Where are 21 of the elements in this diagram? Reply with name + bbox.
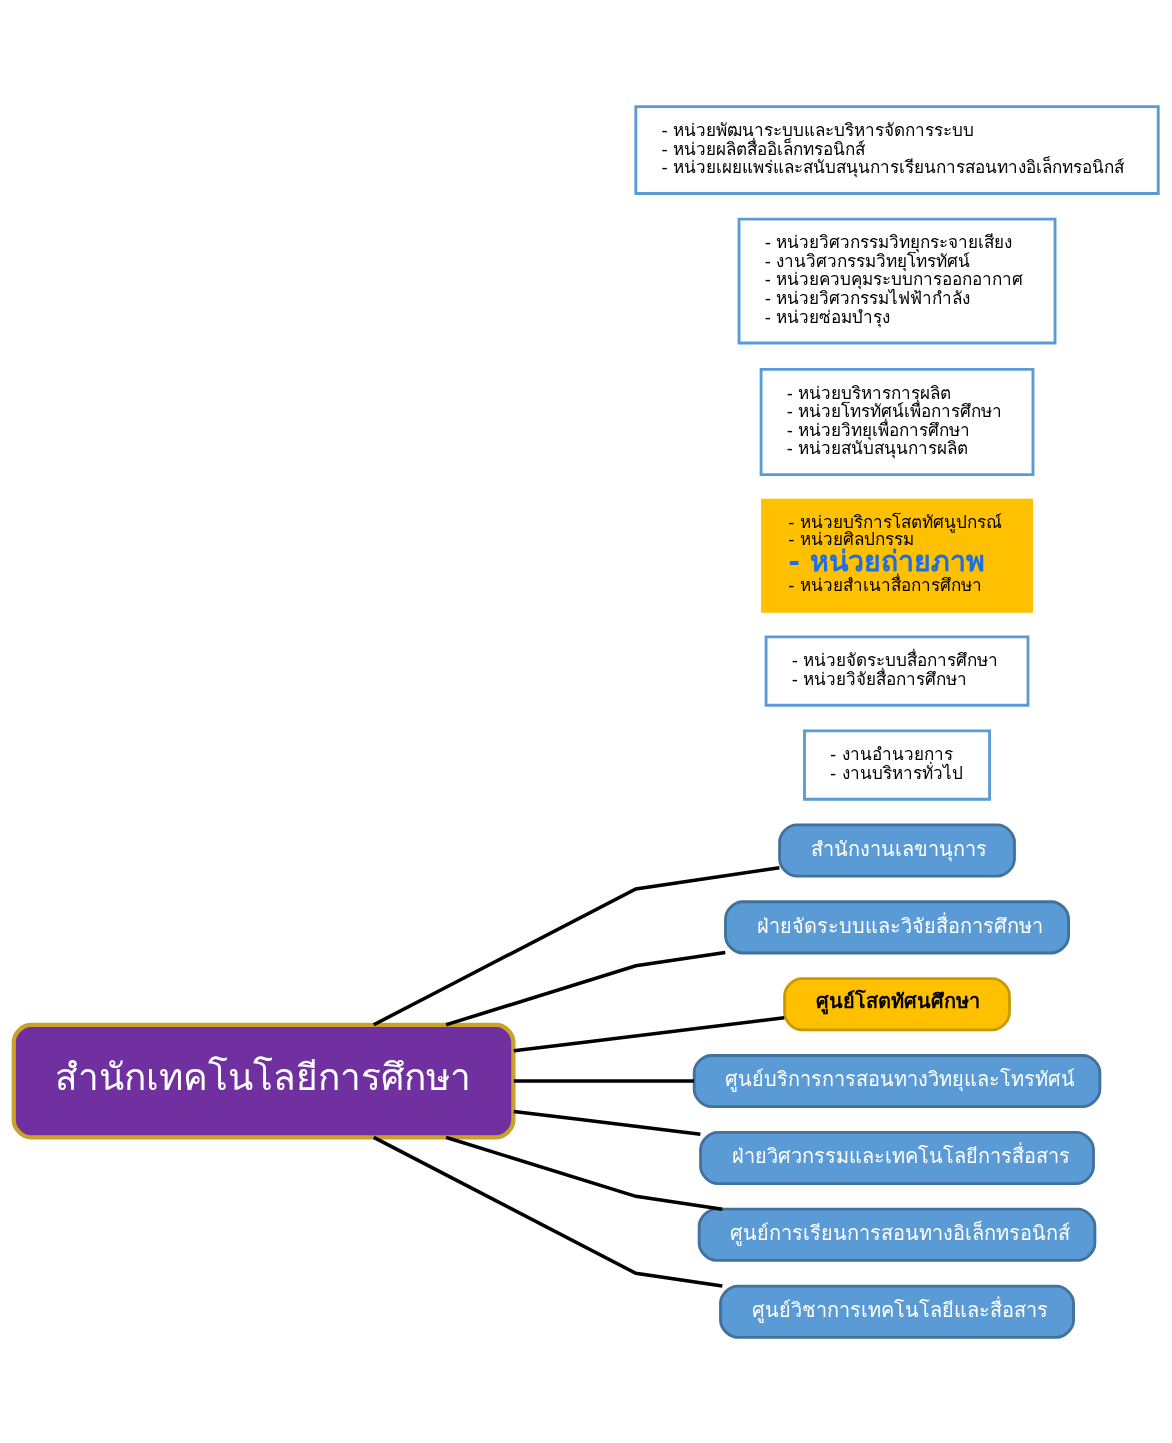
node-box: ฝ่ายวิศวกรรมและเทคโนโลยีการสื่อสาร <box>699 1130 1095 1185</box>
node-box: ฝ่ายจัดระบบและวิจัยสื่อการศึกษา <box>724 899 1070 954</box>
connector <box>445 950 726 1026</box>
connector <box>445 1135 723 1211</box>
node-box: - หน่วยบริการโสตทัศนูปกรณ์ - หน่วยศิลปกรรม - หน่วยถ่ายภาพ - หน่วยสำเนาสื่อการศึกษา <box>761 498 1033 613</box>
connector <box>513 1078 694 1083</box>
node-box: - หน่วยจัดระบบสื่อการศึกษา - หน่วยวิจัยสื่อการศึกษา <box>764 635 1030 707</box>
node-box: ศูนย์วิชาการเทคโนโลยีและสื่อสาร <box>719 1284 1075 1339</box>
connector <box>372 865 780 1026</box>
node-box: ศูนย์บริการการสอนทางวิทยุและโทรทัศน์ <box>692 1053 1102 1108</box>
node-box: - งานอำนวยการ - งานบริหารทั่วไป <box>803 728 991 801</box>
connector <box>513 1015 785 1053</box>
node-box: - หน่วยพัฒนาระบบและบริหารจัดการระบบ - หน่วยผลิตสื่ออิเล็กทรอนิกส์ - หน่วยเผยแพร่และสนับสนุนการเรียนการสอนทางอิเล็กทรอนิกส์ <box>634 104 1160 195</box>
node-box: ศูนย์การเรียนการสอนทางอิเล็กทรอนิกส์ <box>697 1207 1097 1262</box>
node-box: ศูนย์โสตทัศนศึกษา <box>783 976 1011 1031</box>
node-box: สำนักงานเลขานุการ <box>778 822 1016 877</box>
node-box: สำนักเทคโนโลยีการศึกษา <box>11 1022 516 1139</box>
connector <box>372 1135 723 1288</box>
node-box: - หน่วยวิศวกรรมวิทยุกระจายเสียง - งานวิศวกรรมวิทยุโทรทัศน์ - หน่วยควบคุมระบบการออกอากาศ - หน่วยวิศวกรรมไฟฟ้ากำลัง - หน่วยซ่อมบำรุง <box>737 217 1057 344</box>
connector <box>513 1109 701 1136</box>
node-box: - หน่วยบริหารการผลิต - หน่วยโทรทัศน์เพื่อการศึกษา - หน่วยวิทยุเพื่อการศึกษา - หน่วยสนับสนุนการผลิต <box>759 367 1035 476</box>
